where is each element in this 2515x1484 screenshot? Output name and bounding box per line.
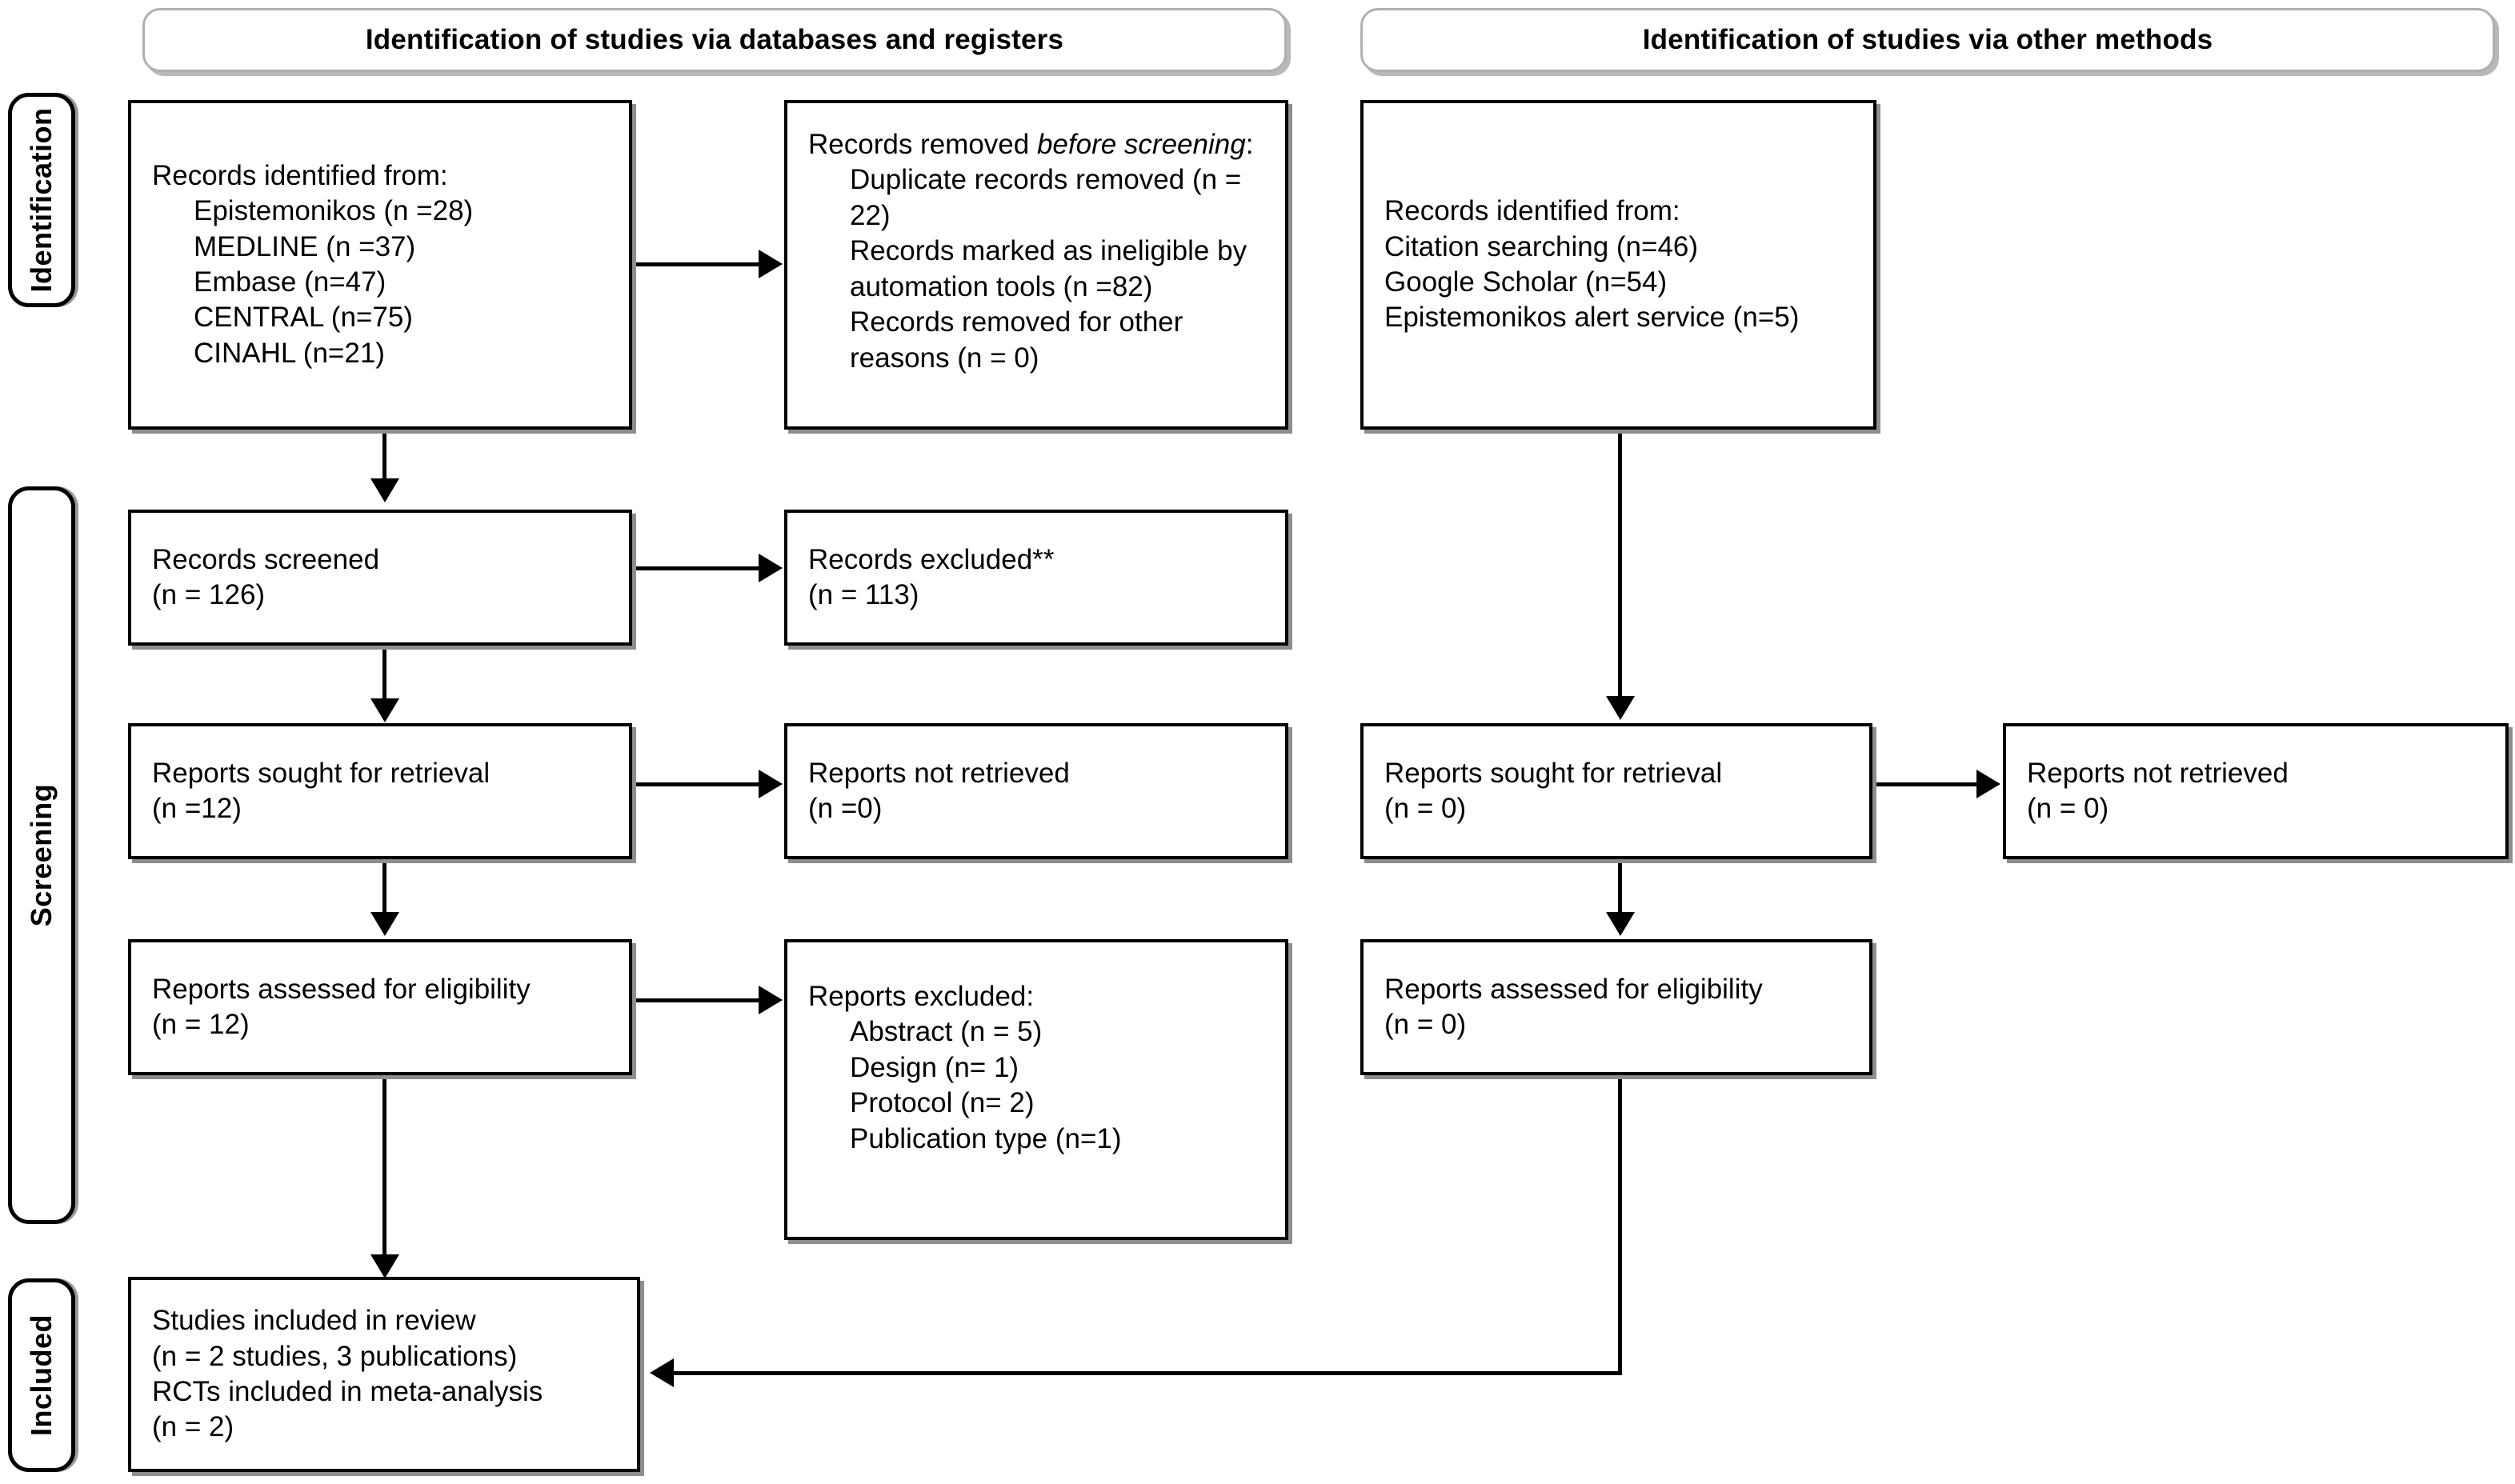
box-records-screened-line2: (n = 126) <box>152 579 266 610</box>
stage-rail-included-label: Included <box>25 1314 58 1437</box>
arrowhead-assessed-to-included <box>370 1254 399 1278</box>
box-reports-assessed-databases-line1: Reports assessed for eligibility <box>152 973 531 1005</box>
box-records-identified-databases-item: CINAHL (n=21) <box>194 337 385 369</box>
box-records-identified-other-item: Epistemonikos alert service (n=5) <box>1384 302 1800 334</box>
arrowhead-screened-to-sought <box>370 698 399 722</box>
box-records-removed-title-tail: : <box>1245 129 1254 160</box>
stage-rail-identification: Identification <box>8 93 75 307</box>
box-studies-included-line2: (n = 2 studies, 3 publications) <box>152 1340 518 1372</box>
box-records-excluded[interactable]: Records excluded** (n = 113) <box>784 510 1288 646</box>
box-reports-not-retrieved-databases-line1: Reports not retrieved <box>808 757 1070 789</box>
box-reports-not-retrieved-databases-line2: (n =0) <box>808 793 883 824</box>
box-studies-included-line1: Studies included in review <box>152 1305 476 1337</box>
box-studies-included-in-review[interactable]: Studies included in review (n = 2 studie… <box>128 1277 640 1472</box>
connector-assessed-to-included <box>382 1074 386 1260</box>
box-reports-sought-other-methods[interactable]: Reports sought for retrieval (n = 0) <box>1360 723 1872 859</box>
connector-other-assessed-to-included-vertical <box>1618 1074 1622 1374</box>
connector-other-assessed-to-included-horizontal <box>672 1371 1622 1375</box>
header-banner-other-methods-label: Identification of studies via other meth… <box>1642 24 2213 55</box>
box-records-identified-other-item: Citation searching (n=46) <box>1384 230 1699 262</box>
connector-other-sought-to-assessed <box>1618 858 1622 918</box>
box-reports-sought-other-line2: (n = 0) <box>1384 793 1467 824</box>
box-records-identified-databases-title: Records identified from: <box>152 159 448 191</box>
box-records-removed-before-screening[interactable]: Records removed before screening: Duplic… <box>784 100 1288 430</box>
box-reports-excluded-reasons[interactable]: Reports excluded: Abstract (n = 5) Desig… <box>784 939 1288 1240</box>
arrowhead-identified-to-removed <box>759 250 783 278</box>
connector-sought-to-assessed <box>382 858 386 918</box>
box-studies-included-line4: (n = 2) <box>152 1411 234 1443</box>
box-reports-excluded-reasons-item: Publication type (n=1) <box>850 1122 1122 1154</box>
box-reports-not-retrieved-other-methods[interactable]: Reports not retrieved (n = 0) <box>2003 723 2509 859</box>
box-records-removed-item: Records marked as ineligible by automati… <box>850 235 1247 302</box>
box-records-excluded-line2: (n = 113) <box>808 579 919 610</box>
arrowhead-screened-to-excluded <box>759 554 783 582</box>
box-records-excluded-line1: Records excluded** <box>808 543 1055 575</box>
box-reports-sought-other-line1: Reports sought for retrieval <box>1384 757 1723 789</box>
arrowhead-other-sought-to-not-retrieved <box>1976 770 2000 798</box>
box-reports-assessed-databases-line2: (n = 12) <box>152 1009 250 1040</box>
box-records-screened[interactable]: Records screened (n = 126) <box>128 510 632 646</box>
connector-identified-to-removed <box>632 262 760 266</box>
connector-other-identified-to-sought <box>1618 430 1622 702</box>
arrowhead-other-sought-to-assessed <box>1606 912 1635 936</box>
box-records-identified-other-title: Records identified from: <box>1384 195 1680 227</box>
box-reports-assessed-other-line1: Reports assessed for eligibility <box>1384 973 1763 1005</box>
box-records-identified-databases-item: MEDLINE (n =37) <box>194 230 416 262</box>
box-reports-assessed-databases[interactable]: Reports assessed for eligibility (n = 12… <box>128 939 632 1075</box>
box-records-removed-title: Records removed before screening: <box>808 127 1264 162</box>
box-records-screened-line1: Records screened <box>152 543 380 575</box>
box-reports-excluded-reasons-item: Abstract (n = 5) <box>850 1016 1043 1048</box>
box-reports-not-retrieved-databases[interactable]: Reports not retrieved (n =0) <box>784 723 1288 859</box>
box-reports-not-retrieved-other-line2: (n = 0) <box>2027 793 2109 824</box>
header-banner-databases: Identification of studies via databases … <box>142 8 1287 72</box>
box-records-identified-databases[interactable]: Records identified from: Epistemonikos (… <box>128 100 632 430</box>
connector-assessed-to-reports-excluded <box>632 998 760 1002</box>
box-records-identified-databases-item: Epistemonikos (n =28) <box>194 195 474 227</box>
box-reports-sought-databases[interactable]: Reports sought for retrieval (n =12) <box>128 723 632 859</box>
connector-identified-to-screened <box>382 430 386 485</box>
stage-rail-identification-label: Identification <box>25 107 58 293</box>
box-records-identified-databases-item: Embase (n=47) <box>194 266 386 298</box>
box-reports-excluded-reasons-title: Reports excluded: <box>808 981 1035 1012</box>
arrowhead-other-assessed-to-included <box>650 1358 674 1387</box>
box-records-removed-title-plain: Records removed <box>808 129 1037 160</box>
box-reports-assessed-other-methods[interactable]: Reports assessed for eligibility (n = 0) <box>1360 939 1872 1075</box>
box-reports-not-retrieved-other-line1: Reports not retrieved <box>2027 757 2289 789</box>
stage-rail-included: Included <box>8 1278 75 1472</box>
box-reports-assessed-other-line2: (n = 0) <box>1384 1009 1467 1040</box>
box-records-identified-other-item: Google Scholar (n=54) <box>1384 266 1668 298</box>
box-records-identified-other-methods[interactable]: Records identified from: Citation search… <box>1360 100 1876 430</box>
connector-other-sought-to-not-retrieved <box>1872 782 1980 786</box>
arrowhead-identified-to-screened <box>370 478 399 502</box>
box-records-removed-title-italic: before screening <box>1036 129 1246 160</box>
stage-rail-screening: Screening <box>8 486 75 1224</box>
arrowhead-sought-to-not-retrieved <box>759 770 783 798</box>
box-records-removed-item: Duplicate records removed (n = 22) <box>850 164 1242 231</box>
arrowhead-assessed-to-reports-excluded <box>759 986 783 1014</box>
connector-screened-to-sought <box>382 645 386 705</box>
header-banner-databases-label: Identification of studies via databases … <box>365 24 1064 55</box>
box-reports-excluded-reasons-item: Protocol (n= 2) <box>850 1087 1035 1119</box>
box-reports-excluded-reasons-item: Design (n= 1) <box>850 1051 1019 1083</box>
connector-sought-to-not-retrieved <box>632 782 760 786</box>
box-studies-included-line3: RCTs included in meta-analysis <box>152 1376 543 1407</box>
arrowhead-other-identified-to-sought <box>1606 696 1635 720</box>
box-records-identified-databases-item: CENTRAL (n=75) <box>194 302 413 334</box>
arrowhead-sought-to-assessed <box>370 912 399 936</box>
box-records-removed-item: Records removed for other reasons (n = 0… <box>850 306 1183 374</box>
connector-screened-to-excluded <box>632 566 760 570</box>
header-banner-other-methods: Identification of studies via other meth… <box>1360 8 2495 72</box>
box-reports-sought-databases-line2: (n =12) <box>152 793 242 824</box>
box-reports-sought-databases-line1: Reports sought for retrieval <box>152 757 491 789</box>
stage-rail-screening-label: Screening <box>25 783 58 927</box>
